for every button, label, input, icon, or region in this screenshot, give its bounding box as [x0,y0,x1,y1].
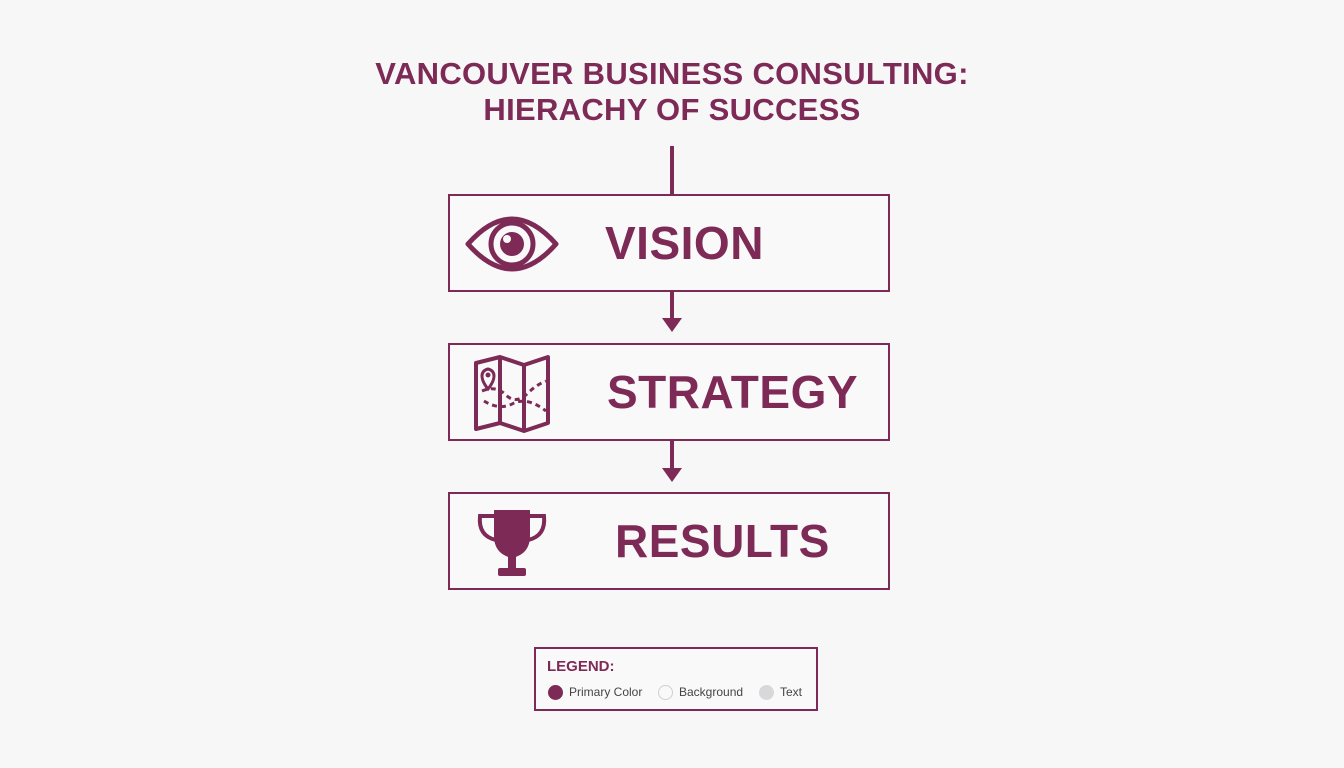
diagram-title-line-1: VANCOUVER BUSINESS CONSULTING: [375,56,969,91]
legend-item-text: Text [759,683,802,701]
legend-swatch-primary [548,684,563,700]
map-icon [462,345,562,439]
stage-strategy: STRATEGY [448,343,890,441]
trophy-icon [462,494,562,588]
legend-label-text: Text [780,685,803,699]
legend-title: LEGEND: [547,658,615,675]
stage-vision: VISION [448,194,890,292]
legend-item-primary: Primary Color [548,683,642,701]
stage-label-strategy: STRATEGY [607,366,859,418]
stage-label-results: RESULTS [615,515,830,567]
stage-label-vision: VISION [605,217,764,269]
connector-vision-strategy [670,290,674,318]
legend-label-background: Background [679,685,744,699]
diagram-title-line-2: HIERACHY OF SUCCESS [483,92,861,127]
legend-swatch-text [759,684,774,700]
legend-item-background: Background [658,683,743,701]
legend-box: LEGEND: Primary Color Background Text [534,647,818,711]
arrow-head-strategy [662,318,682,332]
legend-label-primary: Primary Color [569,685,643,699]
legend-swatch-background [658,684,673,700]
eye-icon [462,196,562,290]
top-connector-line [670,146,674,194]
connector-strategy-results [670,439,674,468]
stage-results: RESULTS [448,492,890,590]
arrow-head-results [662,468,682,482]
